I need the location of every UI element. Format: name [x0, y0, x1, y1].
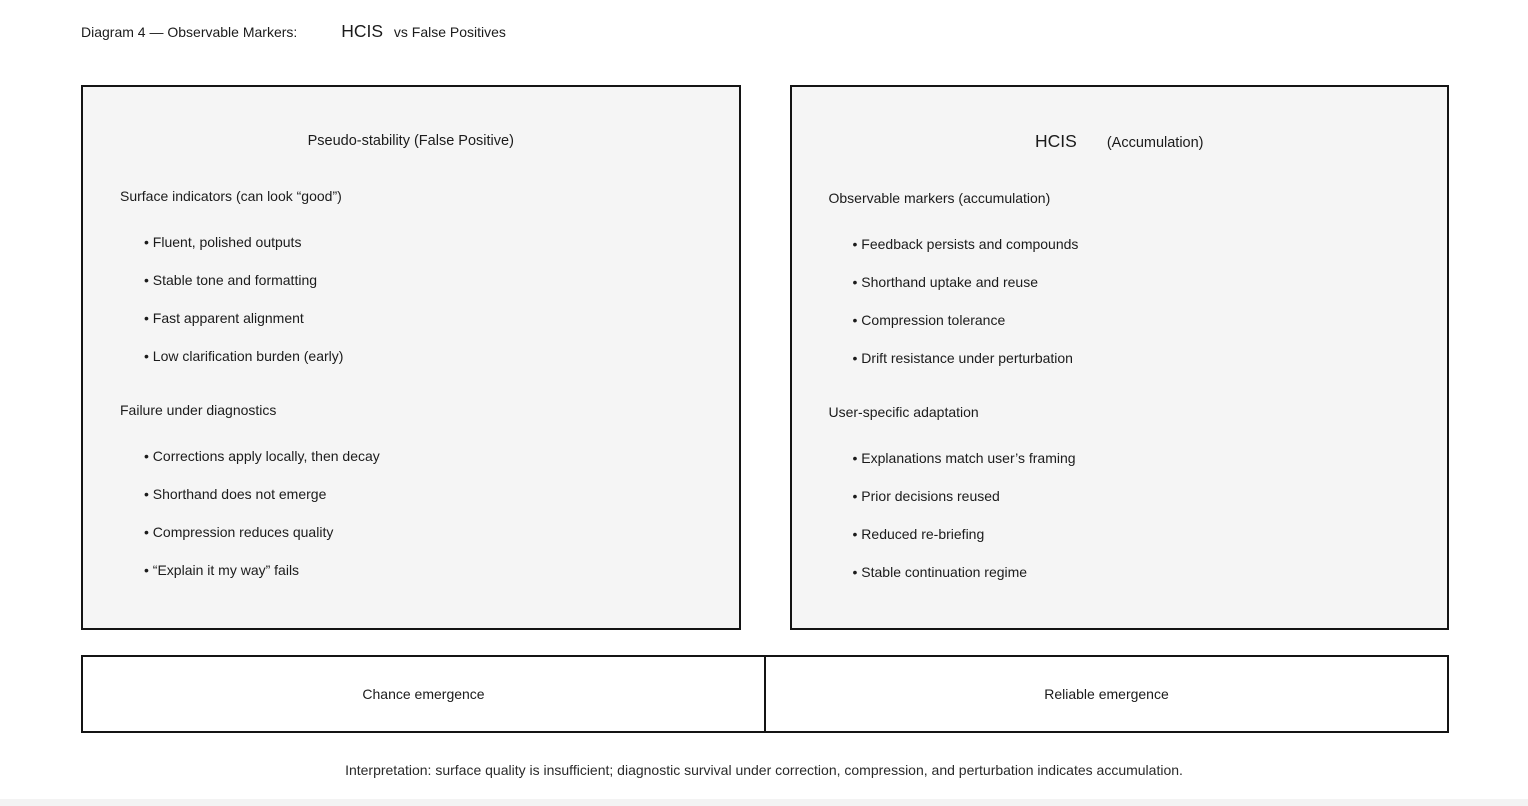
section-user-specific-adaptation: User-specific adaptation Explanations ma… [792, 404, 1448, 580]
bullet-item: Prior decisions reused [853, 488, 1448, 504]
bullet-item: Feedback persists and compounds [853, 236, 1448, 252]
emergence-row: Chance emergence Reliable emergence [81, 655, 1449, 733]
section-heading: Surface indicators (can look “good”) [120, 188, 342, 204]
panel-hcis: HCIS (Accumulation) Observable markers (… [789, 85, 1449, 630]
bullet-item: Compression tolerance [853, 312, 1448, 328]
page-title-suffix: vs False Positives [393, 24, 506, 40]
bullet-list: Explanations match user’s framing Prior … [853, 450, 1448, 580]
interpretation-note: Interpretation: surface quality is insuf… [345, 762, 1183, 778]
bullet-item: Reduced re-briefing [853, 526, 1448, 542]
bullet-item: Fast apparent alignment [144, 310, 739, 326]
bullet-list: Fluent, polished outputs Stable tone and… [144, 234, 739, 364]
bullet-item: Shorthand uptake and reuse [853, 274, 1448, 290]
bullet-item: Stable tone and formatting [144, 272, 739, 288]
panel-pseudo-stability: Pseudo-stability (False Positive) Surfac… [81, 85, 741, 630]
bullet-item: “Explain it my way” fails [144, 562, 739, 578]
section-observable-markers: Observable markers (accumulation) Feedba… [792, 190, 1448, 366]
bullet-list: Corrections apply locally, then decay Sh… [144, 448, 739, 578]
bullet-item: Shorthand does not emerge [144, 486, 739, 502]
cell-chance-emergence: Chance emergence [362, 686, 485, 702]
section-heading: User-specific adaptation [828, 404, 979, 420]
page-title: Diagram 4 — Observable Markers: HCIS vs … [81, 22, 506, 41]
panel-title-text: (Accumulation) [1106, 135, 1204, 151]
bullet-item: Drift resistance under perturbation [853, 350, 1448, 366]
comparison-panels: Pseudo-stability (False Positive) Surfac… [81, 85, 1449, 630]
section-surface-indicators: Surface indicators (can look “good”) Flu… [83, 188, 739, 364]
page-title-prefix: Diagram 4 — Observable Markers: [81, 24, 298, 40]
cell-reliable-emergence: Reliable emergence [764, 657, 1447, 731]
bullet-item: Corrections apply locally, then decay [144, 448, 739, 464]
panel-hcis-title: HCIS (Accumulation) [792, 87, 1448, 152]
bullet-item: Compression reduces quality [144, 524, 739, 540]
section-heading: Failure under diagnostics [120, 402, 277, 418]
bullet-item: Stable continuation regime [853, 564, 1448, 580]
panel-title-text: Pseudo-stability (False Positive) [307, 133, 514, 149]
section-failure-under-diagnostics: Failure under diagnostics Corrections ap… [83, 402, 739, 578]
bullet-item: Fluent, polished outputs [144, 234, 739, 250]
bullet-item: Low clarification burden (early) [144, 348, 739, 364]
bullet-item: Explanations match user’s framing [853, 450, 1448, 466]
bullet-list: Feedback persists and compounds Shorthan… [853, 236, 1448, 366]
panel-pseudo-stability-title: Pseudo-stability (False Positive) [83, 87, 739, 150]
section-heading: Observable markers (accumulation) [828, 190, 1051, 206]
page-title-hcis: HCIS [341, 21, 383, 41]
bottom-edge-strip [0, 799, 1528, 806]
panel-title-emphasis: HCIS [1034, 131, 1077, 151]
